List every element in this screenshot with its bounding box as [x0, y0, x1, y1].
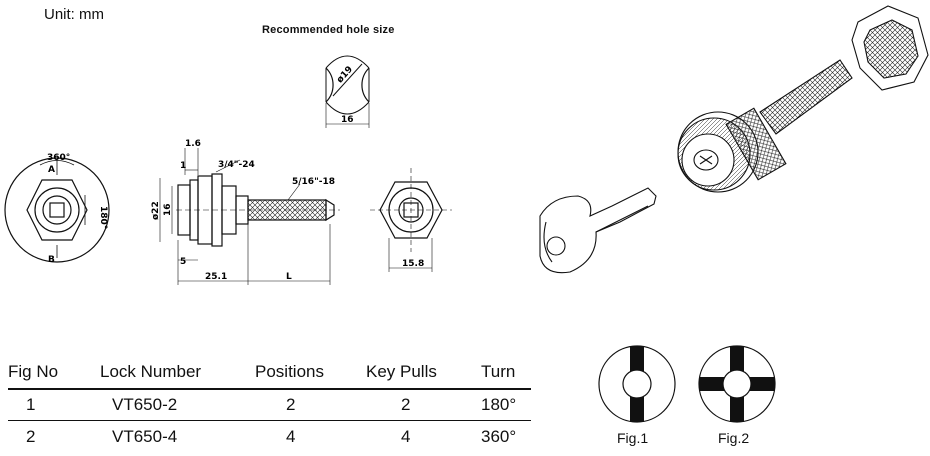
dim-thread-nut: 3/4"-24 — [218, 160, 255, 170]
unit-label: Unit: mm — [44, 6, 104, 23]
cell-turn: 360° — [481, 427, 517, 446]
cell-key-pulls: 4 — [401, 427, 411, 446]
dim-front-15-8: 15.8 — [402, 259, 424, 269]
back-view-drawing — [4, 157, 110, 263]
dim-thread-screw: 5/16"-18 — [292, 177, 335, 187]
side-view-drawing — [159, 148, 340, 285]
table-row: 2 VT650-4 4 4 360° — [8, 424, 531, 456]
table-row: 1 VT650-2 2 2 180° — [8, 392, 531, 424]
cell-positions: 2 — [286, 395, 296, 414]
dim-hole-width: 16 — [341, 115, 354, 125]
dim-height-16: 16 — [163, 203, 173, 216]
dim-thick-1: 1 — [180, 161, 186, 171]
fig2-diagram — [698, 345, 776, 423]
dim-len-25-1: 25.1 — [205, 272, 227, 282]
dim-dia-22: ø22 — [151, 201, 161, 220]
table-row-rule — [8, 420, 531, 421]
fig2-label: Fig.2 — [718, 430, 750, 446]
dim-len-l: L — [286, 272, 292, 282]
dim-angle-180: 180° — [98, 206, 108, 229]
front-view-drawing — [370, 168, 452, 272]
header-fig-no: Fig No — [8, 362, 59, 381]
spec-table: Fig No Lock Number Positions Key Pulls T… — [8, 360, 531, 456]
dim-thick-1-6: 1.6 — [185, 139, 201, 149]
cell-fig-no: 2 — [26, 427, 36, 446]
table-header-row: Fig No Lock Number Positions Key Pulls T… — [8, 360, 531, 392]
cell-turn: 180° — [481, 395, 517, 414]
hole-size-drawing — [325, 55, 370, 128]
header-lock-number: Lock Number — [100, 362, 202, 381]
header-turn: Turn — [481, 362, 516, 381]
fig1-label: Fig.1 — [617, 430, 649, 446]
dim-pos-b: B — [48, 255, 55, 265]
header-key-pulls: Key Pulls — [366, 362, 437, 381]
header-positions: Positions — [255, 362, 324, 381]
cell-positions: 4 — [286, 427, 296, 446]
lock-illustration — [539, 5, 929, 274]
dim-angle-360: 360° — [47, 153, 70, 163]
cell-fig-no: 1 — [26, 395, 36, 414]
recommended-hole-size-label: Recommended hole size — [262, 24, 395, 36]
cell-lock-number: VT650-2 — [112, 395, 178, 414]
cell-key-pulls: 2 — [401, 395, 411, 414]
dim-pos-a: A — [48, 165, 55, 175]
dim-h-5: 5 — [180, 257, 186, 267]
fig1-diagram — [598, 345, 676, 423]
table-header-rule — [8, 388, 531, 390]
cell-lock-number: VT650-4 — [112, 427, 178, 446]
